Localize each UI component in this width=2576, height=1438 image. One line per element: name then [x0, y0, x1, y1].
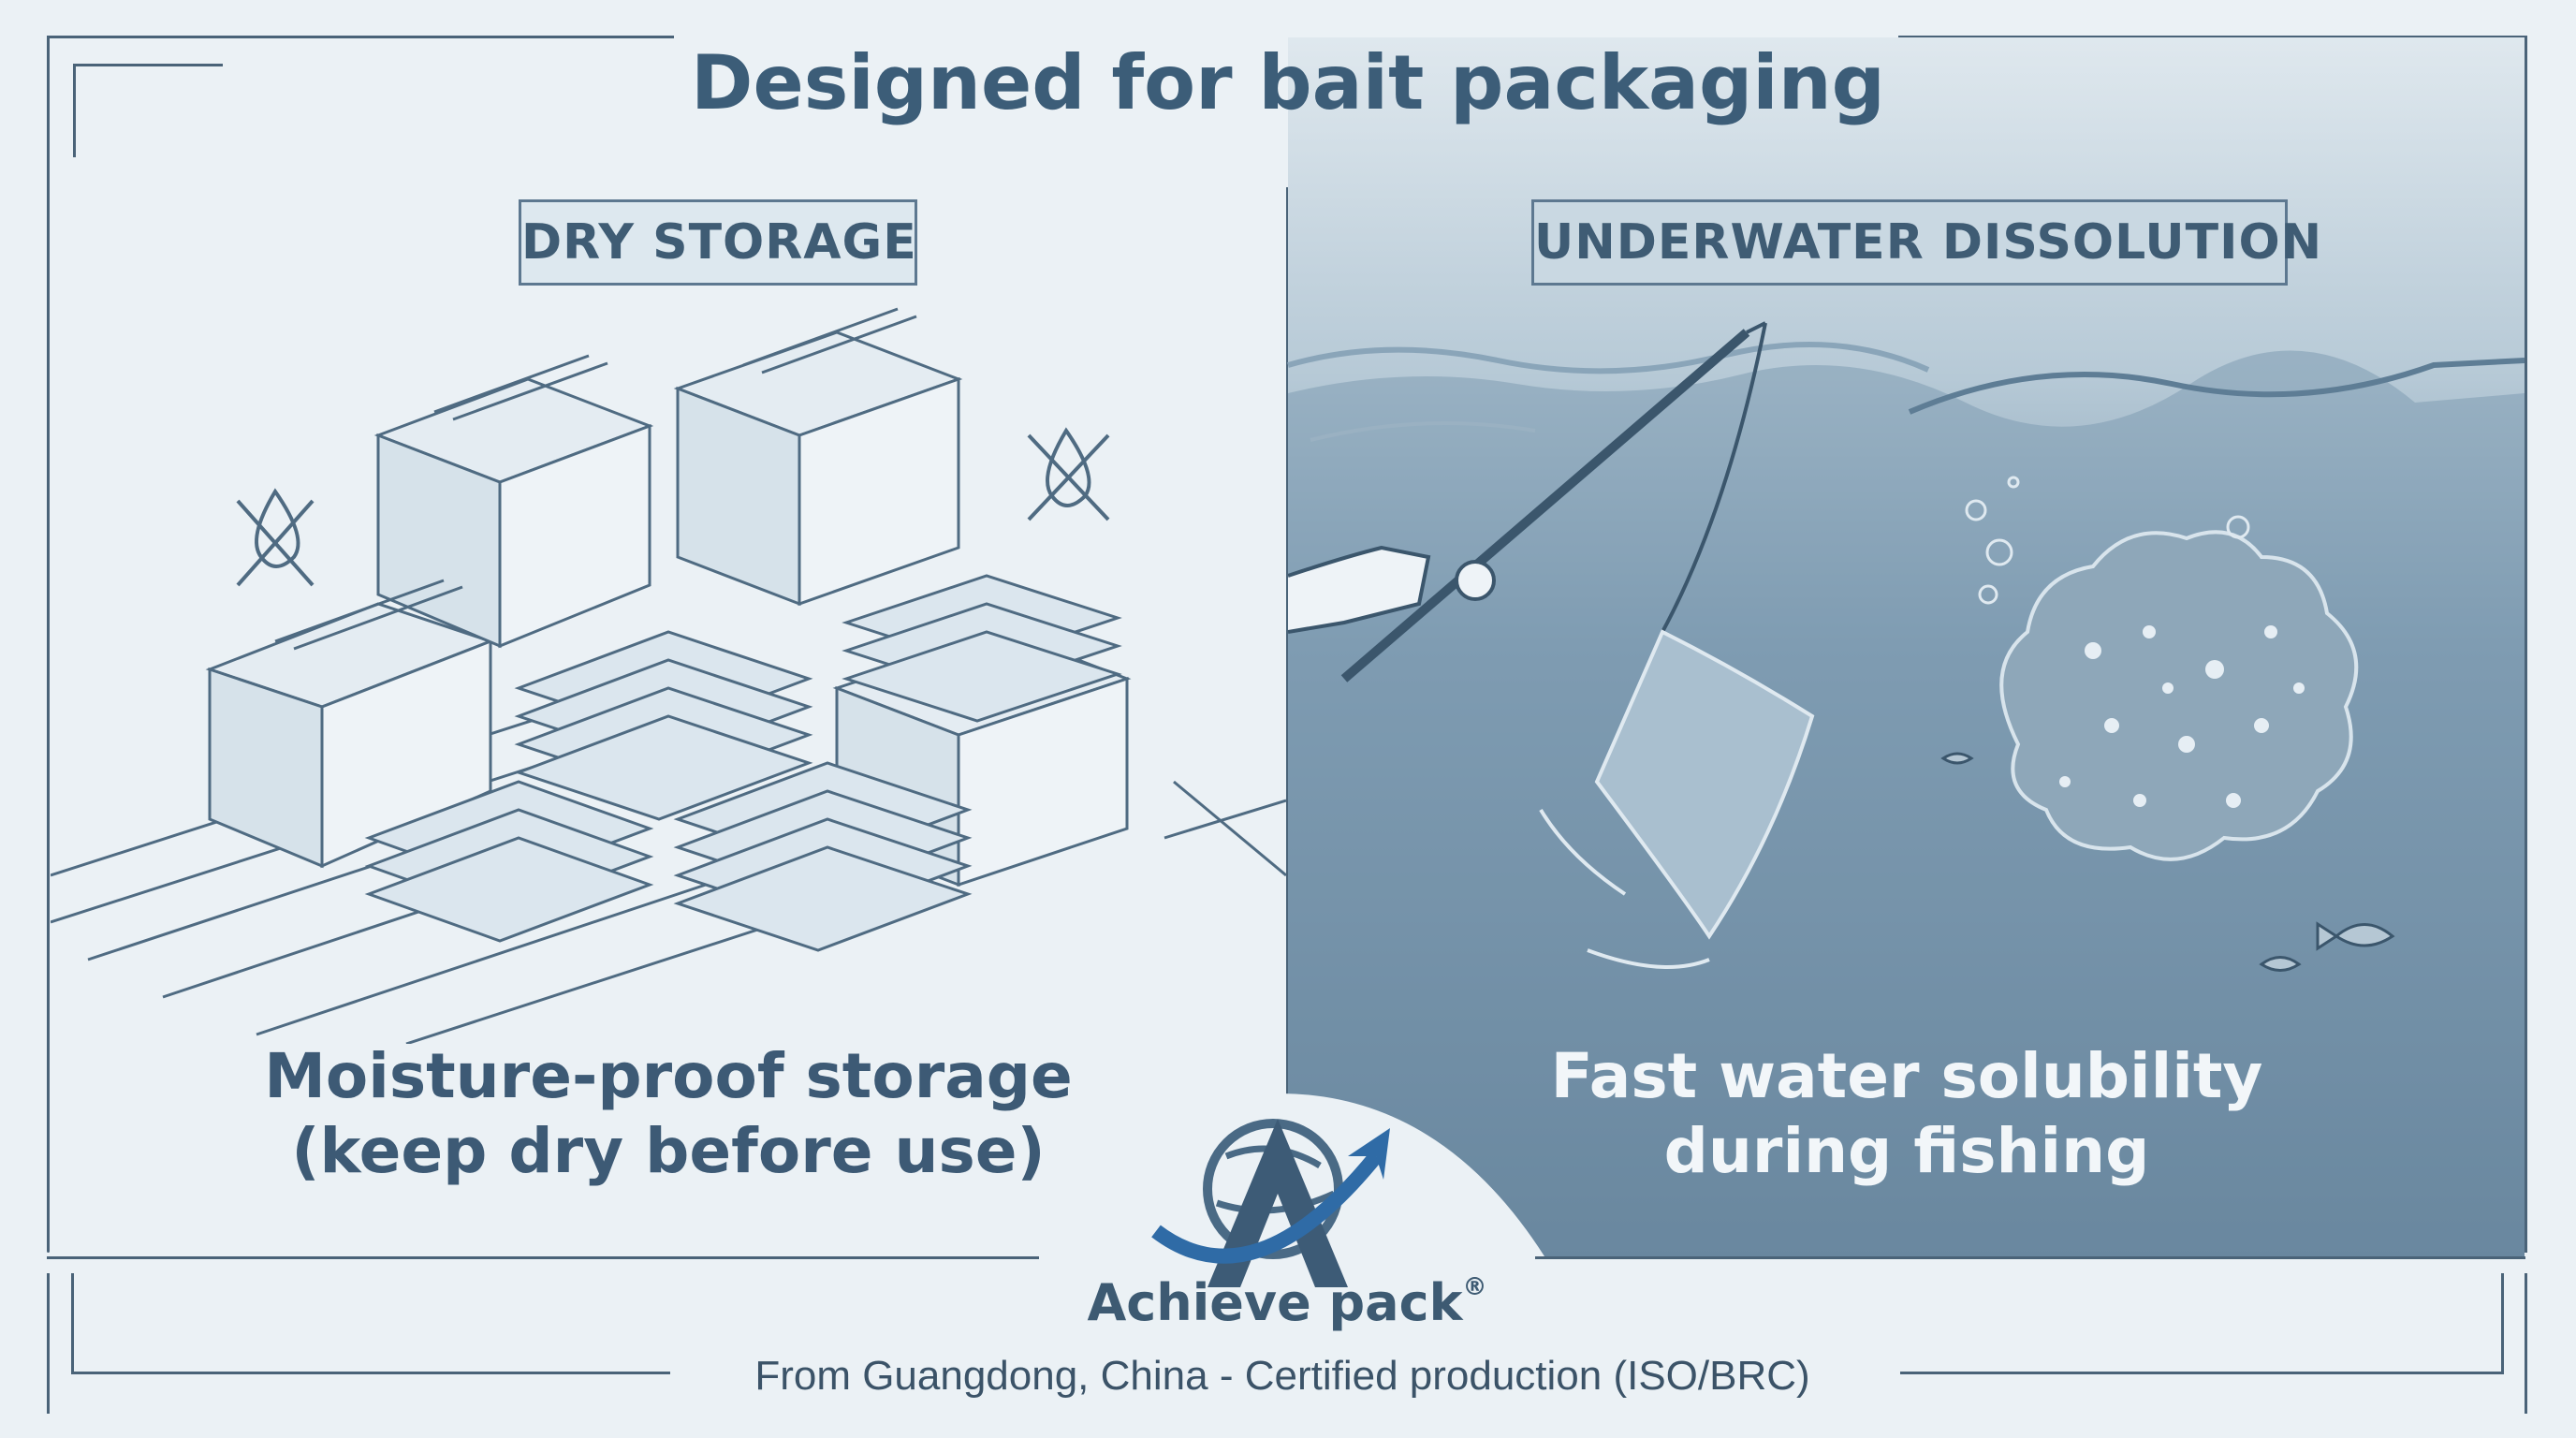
wet-caption-line-1: Fast water solubility [1550, 1040, 2263, 1112]
footer-frame-left [47, 1273, 50, 1414]
footer-frame-right [2525, 1273, 2527, 1414]
footer-line-inner-left [71, 1273, 74, 1373]
frame-inner-top [73, 64, 223, 66]
footer-line-inner-right [2501, 1273, 2504, 1373]
stacked-boxes-illustration [51, 307, 1286, 1044]
footer-line-left [71, 1372, 670, 1374]
footer-line-right [1900, 1372, 2504, 1374]
no-water-drop-icon [236, 488, 315, 587]
frame-top-right [1898, 36, 2525, 38]
underwater-dissolution-panel: UNDERWATER DISSOLUTION Fast water solubi… [1288, 108, 2525, 1259]
wet-caption-line-2: during fishing [1663, 1115, 2150, 1187]
footnote: From Guangdong, China - Certified produc… [754, 1353, 1810, 1399]
frame-left [47, 36, 50, 1253]
no-water-drop-icon-right [1027, 427, 1110, 521]
bait-cloud [1999, 530, 2359, 861]
page-title: Designed for bait packaging [691, 39, 1885, 126]
globe-arrow-logo-icon [1151, 1119, 1390, 1287]
frame-top-left [47, 36, 674, 38]
dry-storage-tag: DRY STORAGE [519, 199, 917, 286]
registered-mark: ® [1462, 1273, 1487, 1301]
frame-inner-left [73, 64, 76, 157]
frame-right [2525, 36, 2527, 1253]
brand-name: Achieve pack® [983, 1273, 1591, 1332]
frame-bottom-left [47, 1256, 1039, 1259]
underwater-dissolution-caption: Fast water solubility during fishing [1288, 1039, 2525, 1189]
dry-storage-caption: Moisture-proof storage (keep dry before … [51, 1039, 1286, 1189]
underwater-dissolution-tag: UNDERWATER DISSOLUTION [1531, 199, 2321, 286]
panel-divider [1286, 187, 1289, 1255]
brand-name-text: Achieve pack [1087, 1273, 1463, 1332]
dry-caption-line-2: (keep dry before use) [291, 1115, 1046, 1187]
fishing-bait-dissolving-illustration [1288, 321, 2395, 972]
dry-caption-line-1: Moisture-proof storage [264, 1040, 1073, 1112]
dry-storage-panel: DRY STORAGE Moisture-proof storage (keep… [51, 108, 1286, 1259]
frame-bottom-right [1535, 1256, 2525, 1259]
fish-icon [2316, 921, 2395, 951]
